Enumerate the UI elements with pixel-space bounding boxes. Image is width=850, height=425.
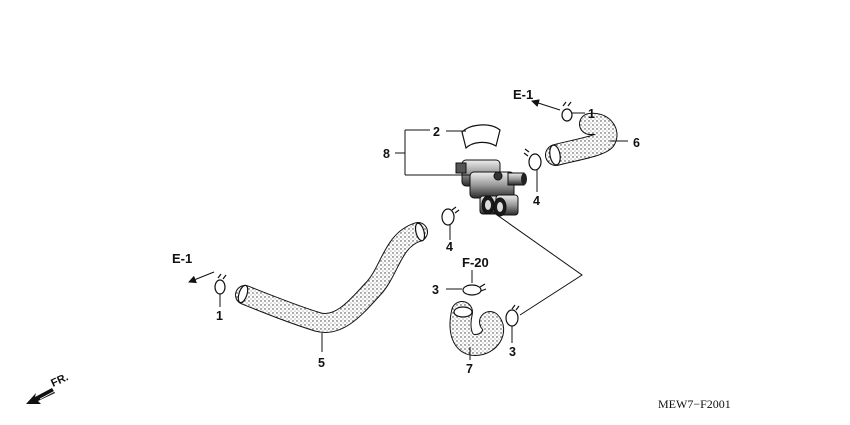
part-label-2: 2 bbox=[433, 125, 440, 139]
part-label-8: 8 bbox=[383, 147, 390, 161]
front-direction-arrow-icon bbox=[26, 388, 56, 404]
figure-code: MEW7−F2001 bbox=[658, 397, 731, 411]
solenoid-valve-icon bbox=[455, 124, 527, 217]
air-hose-icon bbox=[449, 301, 505, 357]
reference-arrow bbox=[531, 99, 561, 111]
leader-lines bbox=[219, 112, 628, 360]
reference-label-e1-top: E-1 bbox=[513, 87, 533, 102]
hose-clamp-icon bbox=[523, 148, 542, 171]
part-label-3-bottom: 3 bbox=[509, 345, 516, 359]
hose-clamp-icon bbox=[462, 283, 487, 296]
front-direction-label: FR. bbox=[49, 371, 70, 389]
hose-clamp-icon bbox=[441, 206, 460, 226]
part-label-6: 6 bbox=[633, 136, 640, 150]
reference-arrow bbox=[188, 271, 215, 284]
part-label-4-upper: 4 bbox=[533, 194, 540, 208]
air-hose-icon bbox=[545, 112, 618, 166]
hose-clamp-icon bbox=[214, 273, 227, 295]
hose-clamp-icon bbox=[561, 101, 573, 122]
air-hose-icon bbox=[235, 222, 428, 333]
hose-clamp-icon bbox=[505, 304, 520, 327]
part-label-5: 5 bbox=[318, 356, 325, 370]
reference-label-f20: F-20 bbox=[462, 255, 489, 270]
part-label-7: 7 bbox=[466, 362, 473, 376]
part-label-3-left: 3 bbox=[432, 283, 439, 297]
reference-label-e1-left: E-1 bbox=[172, 251, 192, 266]
part-label-1-top: 1 bbox=[588, 107, 595, 121]
part-label-1-left: 1 bbox=[216, 309, 223, 323]
part-label-4-lower: 4 bbox=[446, 240, 453, 254]
